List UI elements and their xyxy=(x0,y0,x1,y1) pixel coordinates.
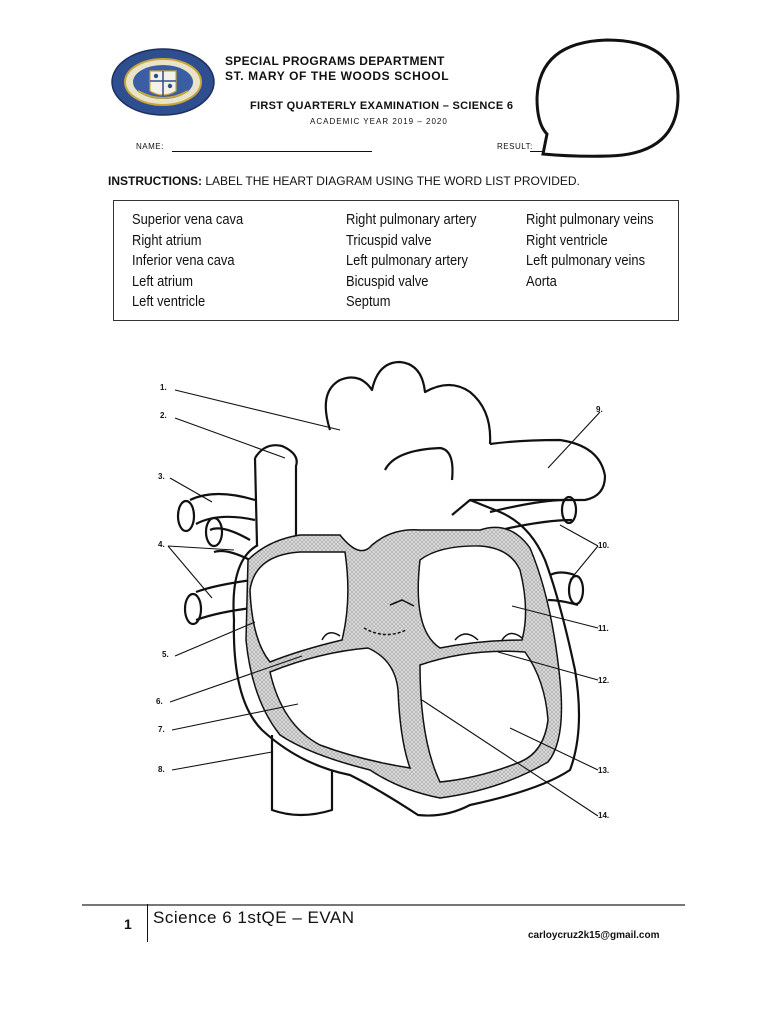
diagram-label-2: 2. xyxy=(160,411,167,420)
footer-divider xyxy=(82,904,685,906)
diagram-label-13: 13. xyxy=(598,766,609,775)
footer-email: carloycruz2k15@gmail.com xyxy=(528,930,659,941)
diagram-label-14: 14. xyxy=(598,811,609,820)
diagram-label-3: 3. xyxy=(158,472,165,481)
diagram-label-5: 5. xyxy=(162,650,169,659)
footer-vertical-divider xyxy=(147,904,148,942)
diagram-label-8: 8. xyxy=(158,765,165,774)
diagram-label-6: 6. xyxy=(156,697,163,706)
diagram-label-10: 10. xyxy=(598,541,609,550)
footer-title: Science 6 1stQE – EVAN xyxy=(153,908,355,928)
diagram-label-4: 4. xyxy=(158,540,165,549)
diagram-label-1: 1. xyxy=(160,383,167,392)
diagram-label-7: 7. xyxy=(158,725,165,734)
page-number: 1 xyxy=(124,916,132,932)
diagram-label-9: 9. xyxy=(596,405,603,414)
diagram-label-11: 11. xyxy=(598,624,609,633)
diagram-label-12: 12. xyxy=(598,676,609,685)
